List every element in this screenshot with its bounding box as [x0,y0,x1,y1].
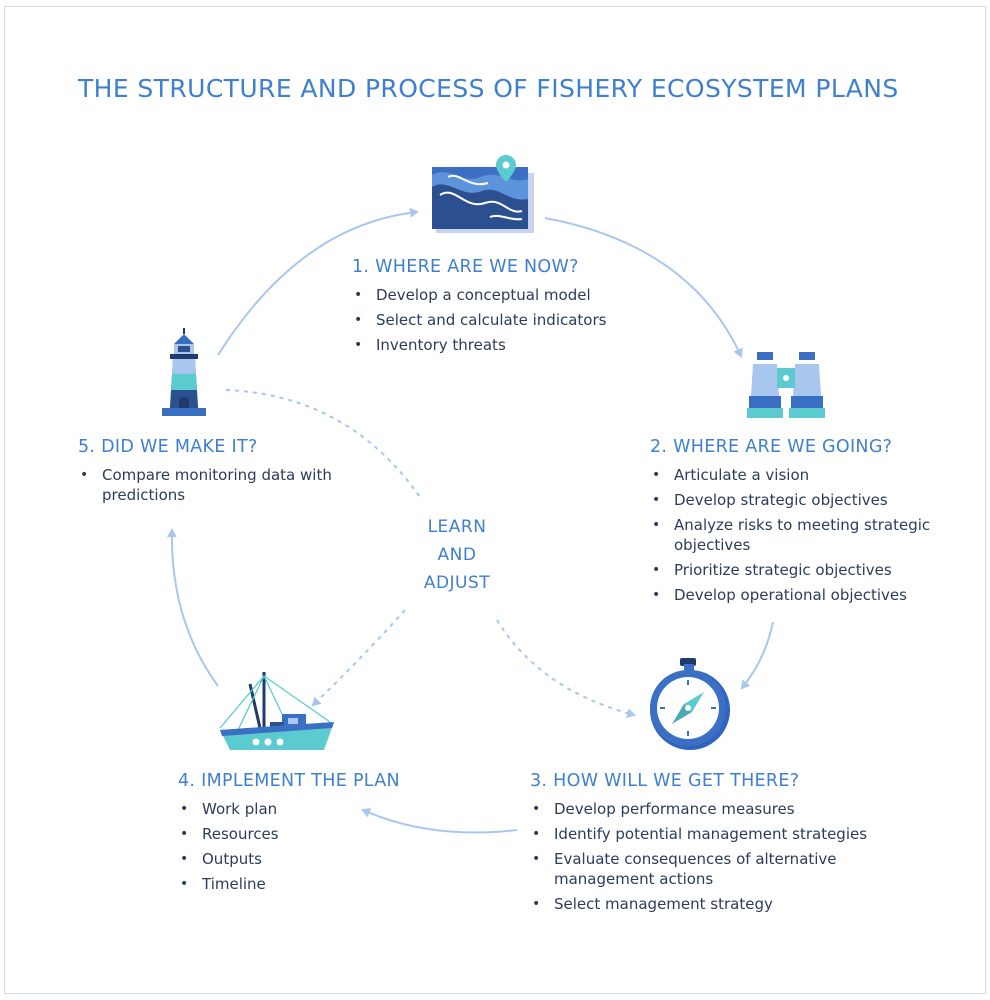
stage-5-heading: 5. DID WE MAKE IT? [78,437,258,457]
list-item: Select management strategy [530,894,890,914]
fishing-boat-icon [219,672,334,750]
map-pin-icon [432,155,534,233]
stage-1-heading: 1. WHERE ARE WE NOW? [352,257,579,277]
stage-4-list: Work plan Resources Outputs Timeline [178,799,478,894]
list-item: Prioritize strategic objectives [650,560,960,580]
learn-word: LEARN [427,517,487,537]
list-item: Compare monitoring data with predictions [78,465,338,505]
stage-4-implement-the-plan: 4. IMPLEMENT THE PLAN Work plan Resource… [178,771,478,899]
dashed-learn-to-3 [496,619,636,719]
list-item: Timeline [178,874,478,894]
list-item: Work plan [178,799,478,819]
list-item: Identify potential management strategies [530,824,890,844]
stage-4-heading: 4. IMPLEMENT THE PLAN [178,771,400,791]
list-item: Articulate a vision [650,465,960,485]
arrow-5-to-1 [217,207,419,356]
stage-2-heading: 2. WHERE ARE WE GOING? [650,437,893,457]
list-item: Develop performance measures [530,799,890,819]
compass-icon [650,658,730,750]
stage-1-where-are-we-now: 1. WHERE ARE WE NOW? Develop a conceptua… [352,257,672,360]
stage-5-list: Compare monitoring data with predictions [78,465,338,505]
arrow-2-to-3 [740,621,774,690]
list-item: Resources [178,824,478,844]
adjust-word: ADJUST [423,573,491,593]
dashed-learn-to-4 [311,609,406,707]
list-item: Inventory threats [352,335,672,355]
stage-2-where-are-we-going: 2. WHERE ARE WE GOING? Articulate a visi… [650,437,960,610]
learn-and-adjust-label: LEARN AND ADJUST [400,513,514,597]
binoculars-icon [747,352,825,418]
stage-1-list: Develop a conceptual model Select and ca… [352,285,672,355]
lighthouse-icon [162,328,206,416]
and-word: AND [437,545,477,565]
list-item: Develop a conceptual model [352,285,672,305]
stage-5-did-we-make-it: 5. DID WE MAKE IT? Compare monitoring da… [78,437,338,510]
arrow-4-to-5 [166,528,219,687]
list-item: Analyze risks to meeting strategic objec… [650,515,960,555]
list-item: Outputs [178,849,478,869]
arrow-1-to-2 [544,217,743,358]
list-item: Evaluate consequences of alternative man… [530,849,890,889]
dashed-learn-to-5 [225,389,423,501]
stage-3-how-will-we-get-there: 3. HOW WILL WE GET THERE? Develop perfor… [530,771,890,919]
stage-3-heading: 3. HOW WILL WE GET THERE? [530,771,800,791]
diagram-title: THE STRUCTURE AND PROCESS OF FISHERY ECO… [78,74,899,103]
stage-3-list: Develop performance measures Identify po… [530,799,890,914]
stage-2-list: Articulate a vision Develop strategic ob… [650,465,960,605]
list-item: Select and calculate indicators [352,310,672,330]
list-item: Develop operational objectives [650,585,960,605]
list-item: Develop strategic objectives [650,490,960,510]
